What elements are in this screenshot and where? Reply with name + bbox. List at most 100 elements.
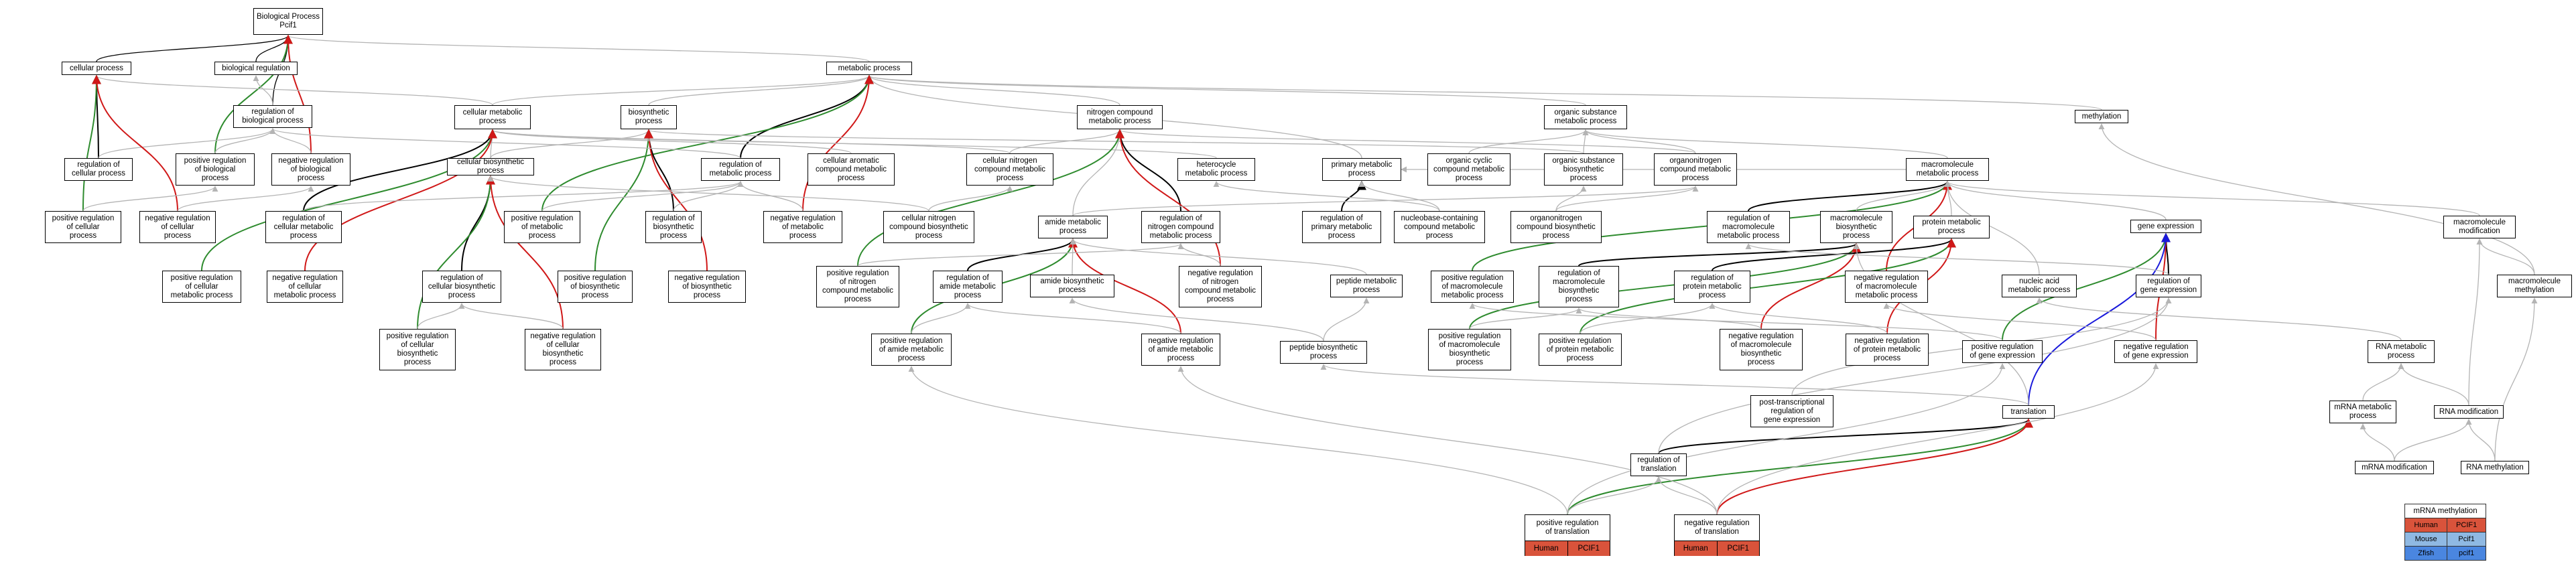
go-term-node[interactable]: nucleobase-containing compound metabolic… bbox=[1394, 211, 1485, 243]
go-term-node[interactable]: peptide metabolic process bbox=[1330, 275, 1403, 297]
go-term-node[interactable]: RNA metabolic process bbox=[2368, 340, 2435, 363]
go-term-node[interactable]: negative regulation of nitrogen compound… bbox=[1179, 266, 1262, 307]
go-term-node[interactable]: negative regulation of protein metabolic… bbox=[1846, 334, 1929, 366]
go-term-node[interactable]: biosynthetic process bbox=[621, 105, 677, 129]
go-term-node[interactable]: positive regulation of nitrogen compound… bbox=[816, 266, 899, 307]
go-term-node[interactable]: heterocycle metabolic process bbox=[1177, 158, 1255, 181]
edge bbox=[489, 129, 1217, 159]
edge bbox=[1582, 129, 1696, 154]
go-term-node[interactable]: positive regulation of biological proces… bbox=[176, 153, 255, 186]
edge bbox=[1745, 243, 2169, 275]
go-term-node[interactable]: negative regulation of biosynthetic proc… bbox=[668, 271, 746, 303]
go-term-node[interactable]: regulation of cellular process bbox=[64, 158, 133, 181]
go-term-node[interactable]: gene expression bbox=[2130, 220, 2201, 233]
go-term-node[interactable]: negative regulation of cellular process bbox=[139, 211, 216, 243]
go-term-node[interactable]: cellular process bbox=[62, 62, 131, 75]
go-term-node[interactable]: regulation of protein metabolic process bbox=[1674, 271, 1750, 303]
go-term-node[interactable]: macromolecule metabolic process bbox=[1906, 158, 1989, 181]
edge bbox=[644, 129, 674, 212]
go-term-node[interactable]: organic substance metabolic process bbox=[1544, 105, 1627, 129]
go-term-node[interactable]: mRNA modification bbox=[2355, 461, 2434, 474]
go-term-node[interactable]: biological regulation bbox=[214, 62, 298, 75]
go-term-node[interactable]: nitrogen compound metabolic process bbox=[1077, 105, 1163, 129]
go-term-node[interactable]: negative regulation of macromolecule bio… bbox=[1720, 329, 1803, 370]
edge bbox=[303, 181, 744, 212]
go-term-node[interactable]: metabolic process bbox=[826, 62, 912, 75]
go-term-node[interactable]: positive regulation of cellular biosynth… bbox=[379, 329, 456, 370]
go-term-node[interactable]: organic cyclic compound metabolic proces… bbox=[1427, 153, 1510, 186]
edge bbox=[1069, 297, 1324, 342]
edge bbox=[1323, 297, 1370, 342]
go-term-node[interactable]: macromolecule biosynthetic process bbox=[1820, 211, 1892, 243]
go-term-node[interactable]: positive regulation of gene expression bbox=[1962, 340, 2043, 363]
go-term-node[interactable]: translation bbox=[2002, 405, 2055, 419]
go-term-node[interactable]: amide metabolic process bbox=[1038, 216, 1108, 238]
go-term-node[interactable]: negative regulation of cellular biosynth… bbox=[525, 329, 601, 370]
go-term-node[interactable]: regulation of biological process bbox=[233, 105, 312, 128]
go-term-node[interactable]: cellular aromatic compound metabolic pro… bbox=[808, 153, 895, 186]
go-term-node[interactable]: regulation of macromolecule metabolic pr… bbox=[1707, 211, 1790, 243]
go-term-node[interactable]: protein metabolic process bbox=[1913, 216, 1990, 238]
go-term-node[interactable]: cellular nitrogen compound metabolic pro… bbox=[966, 153, 1053, 186]
go-term-node[interactable]: regulation of cellular biosynthetic proc… bbox=[422, 271, 501, 303]
go-term-node[interactable]: organonitrogen compound metabolic proces… bbox=[1654, 153, 1737, 186]
gene-box-title: positive regulation of translation bbox=[1525, 515, 1610, 541]
edge bbox=[2476, 238, 2535, 275]
go-term-node[interactable]: macromolecule modification bbox=[2443, 216, 2516, 238]
go-term-node[interactable]: regulation of primary metabolic process bbox=[1302, 211, 1381, 243]
go-term-node[interactable]: positive regulation of protein metabolic… bbox=[1539, 334, 1622, 366]
go-term-node[interactable]: methylation bbox=[2075, 110, 2128, 123]
edge bbox=[1944, 181, 2040, 275]
edge bbox=[1116, 129, 1696, 154]
go-term-node[interactable]: positive regulation of amide metabolic p… bbox=[871, 334, 952, 366]
go-term-node[interactable]: negative regulation of amide metabolic p… bbox=[1141, 334, 1220, 366]
go-term-node[interactable]: regulation of nitrogen compound metaboli… bbox=[1141, 211, 1220, 243]
gene-box-negative-regulation-of-translation[interactable]: negative regulation of translation Human… bbox=[1674, 514, 1760, 556]
go-term-node[interactable]: macromolecule methylation bbox=[2497, 275, 2572, 297]
go-term-node[interactable]: peptide biosynthetic process bbox=[1280, 341, 1367, 364]
edge bbox=[417, 303, 465, 330]
go-term-node[interactable]: regulation of metabolic process bbox=[701, 158, 780, 181]
go-term-node[interactable]: negative regulation of metabolic process bbox=[763, 211, 842, 243]
go-term-node[interactable]: positive regulation of cellular metaboli… bbox=[162, 271, 241, 303]
go-term-node[interactable]: regulation of gene expression bbox=[2136, 275, 2201, 297]
edge bbox=[964, 303, 1181, 334]
species-cell: Human bbox=[1675, 541, 1718, 556]
go-term-node[interactable]: Biological Process Pcif1 bbox=[253, 8, 323, 35]
go-term-node[interactable]: regulation of amide metabolic process bbox=[933, 271, 1003, 303]
go-term-node[interactable]: positive regulation of biosynthetic proc… bbox=[558, 271, 633, 303]
gene-box-positive-regulation-of-translation[interactable]: positive regulation of translation Human… bbox=[1525, 514, 1610, 556]
edge bbox=[92, 74, 178, 212]
edge bbox=[96, 35, 292, 62]
go-term-node[interactable]: organic substance biosynthetic process bbox=[1544, 153, 1623, 186]
go-term-node[interactable]: regulation of translation bbox=[1630, 453, 1687, 476]
go-term-node[interactable]: cellular biosynthetic process bbox=[447, 158, 534, 175]
go-term-node[interactable]: positive regulation of macromolecule bio… bbox=[1428, 329, 1511, 370]
go-term-node[interactable]: positive regulation of cellular process bbox=[45, 211, 121, 243]
edge bbox=[489, 129, 852, 154]
go-term-node[interactable]: positive regulation of macromolecule met… bbox=[1431, 271, 1514, 303]
go-term-node[interactable]: nucleic acid metabolic process bbox=[2002, 275, 2077, 297]
go-term-node[interactable]: primary metabolic process bbox=[1322, 158, 1401, 181]
go-term-node[interactable]: positive regulation of metabolic process bbox=[504, 211, 580, 243]
edge bbox=[253, 75, 273, 106]
go-term-node[interactable]: regulation of cellular metabolic process bbox=[265, 211, 342, 243]
go-term-node[interactable]: cellular metabolic process bbox=[454, 105, 531, 129]
go-term-node[interactable]: negative regulation of biological proces… bbox=[271, 153, 350, 186]
go-term-node[interactable]: post-transcriptional regulation of gene … bbox=[1750, 395, 1833, 427]
go-term-node[interactable]: cellular nitrogen compound biosynthetic … bbox=[883, 211, 974, 243]
go-term-node[interactable]: organonitrogen compound biosynthetic pro… bbox=[1510, 211, 1602, 243]
go-term-node[interactable]: amide biosynthetic process bbox=[1030, 275, 1114, 297]
go-term-node[interactable]: regulation of biosynthetic process bbox=[645, 211, 702, 243]
go-term-node[interactable]: RNA methylation bbox=[2461, 461, 2529, 474]
go-term-node[interactable]: regulation of macromolecule biosynthetic… bbox=[1539, 266, 1619, 307]
go-term-node[interactable]: negative regulation of macromolecule met… bbox=[1845, 271, 1928, 303]
edge bbox=[866, 75, 1120, 106]
go-term-node[interactable]: RNA modification bbox=[2434, 405, 2504, 419]
go-term-node[interactable]: negative regulation of cellular metaboli… bbox=[267, 271, 343, 303]
go-term-node[interactable]: mRNA metabolic process bbox=[2329, 401, 2396, 423]
go-term-node[interactable]: negative regulation of gene expression bbox=[2114, 340, 2197, 363]
legend-row-zfish: Zfish pcif1 bbox=[2404, 546, 2486, 561]
edge bbox=[2465, 419, 2496, 461]
